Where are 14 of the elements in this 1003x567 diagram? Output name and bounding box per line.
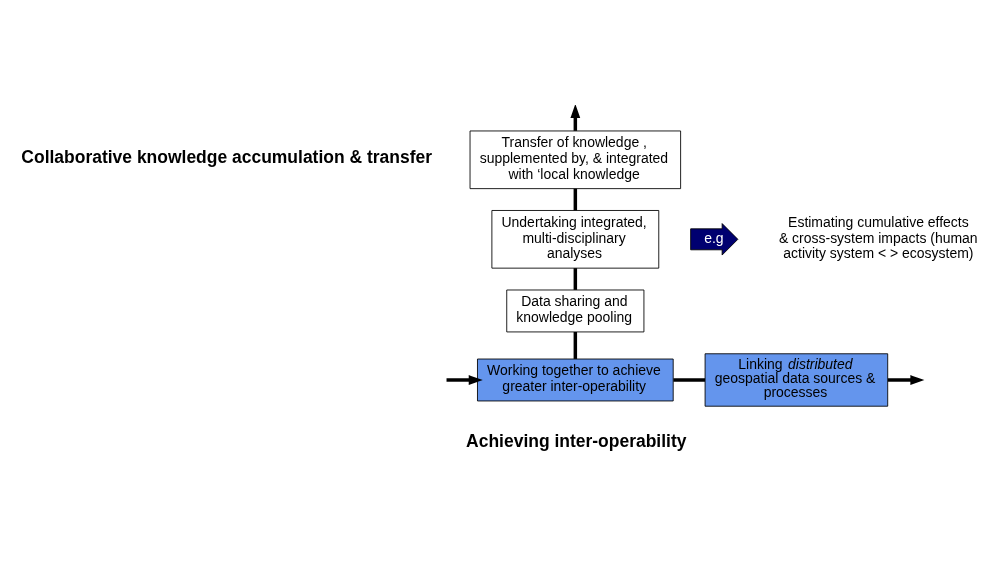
arrow bbox=[446, 374, 483, 385]
node-box: Working together to achieve greater inter-operability bbox=[477, 358, 674, 401]
label: Achieving inter-operability bbox=[466, 430, 687, 451]
connector bbox=[673, 377, 706, 382]
label: Collaborative knowledge accumulation & transfer bbox=[21, 146, 432, 167]
connector bbox=[573, 267, 578, 290]
node-box: Undertaking integrated, multi-disciplinary analyses bbox=[491, 209, 660, 269]
connector bbox=[573, 188, 578, 210]
node-box: Linking distributed geospatial data sources & processes bbox=[704, 352, 889, 407]
node-box: Transfer of knowledge , supplemented by, & integrated with ‘local knowledge bbox=[469, 130, 682, 189]
arrow bbox=[887, 374, 925, 385]
node-text: Estimating cumulative effects & cross-system impacts (human activity system < > ecosystem) bbox=[778, 213, 978, 261]
node-box: Data sharing and knowledge pooling bbox=[506, 289, 645, 332]
connector bbox=[573, 331, 578, 359]
